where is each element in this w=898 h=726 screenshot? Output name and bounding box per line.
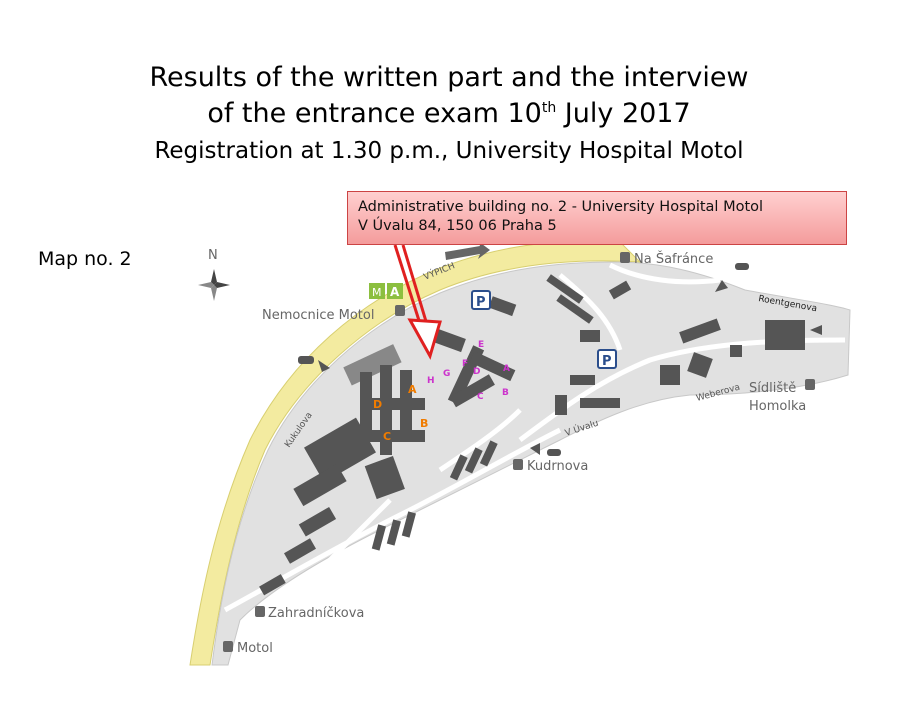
address-callout: Administrative building no. 2 - Universi… (347, 191, 847, 245)
pavilion-letter-h: H (427, 376, 435, 386)
building-letter-c: C (383, 430, 391, 443)
svg-text:A: A (390, 285, 400, 299)
stop-kudrnova: Kudrnova (527, 459, 588, 474)
car-entry-icons (298, 241, 822, 456)
parking-icon: P (597, 349, 617, 369)
title-line-1: Results of the written part and the inte… (149, 62, 749, 93)
svg-text:M: M (372, 286, 382, 299)
pavilion-letter-c: C (477, 392, 484, 402)
title-line-2-suffix: July 2017 (556, 98, 691, 129)
callout-line-1: Administrative building no. 2 - Universi… (358, 199, 764, 215)
stop-na-safrance: Na Šafránce (634, 251, 713, 267)
pavilion-letter-g: G (443, 369, 450, 379)
location-arrow (393, 244, 442, 360)
stop-nemocnice-motol: Nemocnice Motol (262, 308, 374, 323)
pavilion-letter-b: B (502, 388, 509, 398)
stop-zahradnickova: Zahradníčkova (268, 606, 364, 621)
pavilion-letter-f: F (462, 359, 468, 369)
stop-sidliste-homolka-line1: Sídliště (749, 381, 796, 396)
title-line-2: of the entrance exam 10th July 2017 (0, 98, 898, 129)
parking-icon: P (471, 290, 491, 310)
map-number-label: Map no. 2 (38, 248, 132, 270)
building-letter-d: D (373, 398, 382, 411)
pavilion-letter-e: E (478, 340, 484, 350)
title-line-2-sup: th (541, 100, 557, 116)
title-line-3: Registration at 1.30 p.m., University Ho… (154, 138, 744, 164)
compass-rose-icon (198, 269, 230, 301)
kukulova-road (189, 240, 642, 666)
compass-north-label: N (208, 248, 218, 263)
stop-sidliste-homolka-line2: Homolka (749, 399, 806, 414)
pavilion-letter-a: A (503, 364, 510, 374)
metro-station-icon: M A (369, 283, 403, 299)
building-letter-a: A (408, 383, 417, 396)
callout-line-2: V Úvalu 84, 150 06 Praha 5 (358, 218, 557, 234)
stop-motol: Motol (237, 641, 273, 656)
title-line-2-prefix: of the entrance exam 10 (207, 98, 542, 129)
svg-text:P: P (476, 295, 486, 310)
bus-stop-icons (223, 252, 815, 652)
buildings (259, 274, 805, 596)
svg-text:P: P (602, 354, 612, 369)
pavilion-letter-d: D (473, 367, 480, 377)
building-letter-b: B (420, 417, 428, 430)
